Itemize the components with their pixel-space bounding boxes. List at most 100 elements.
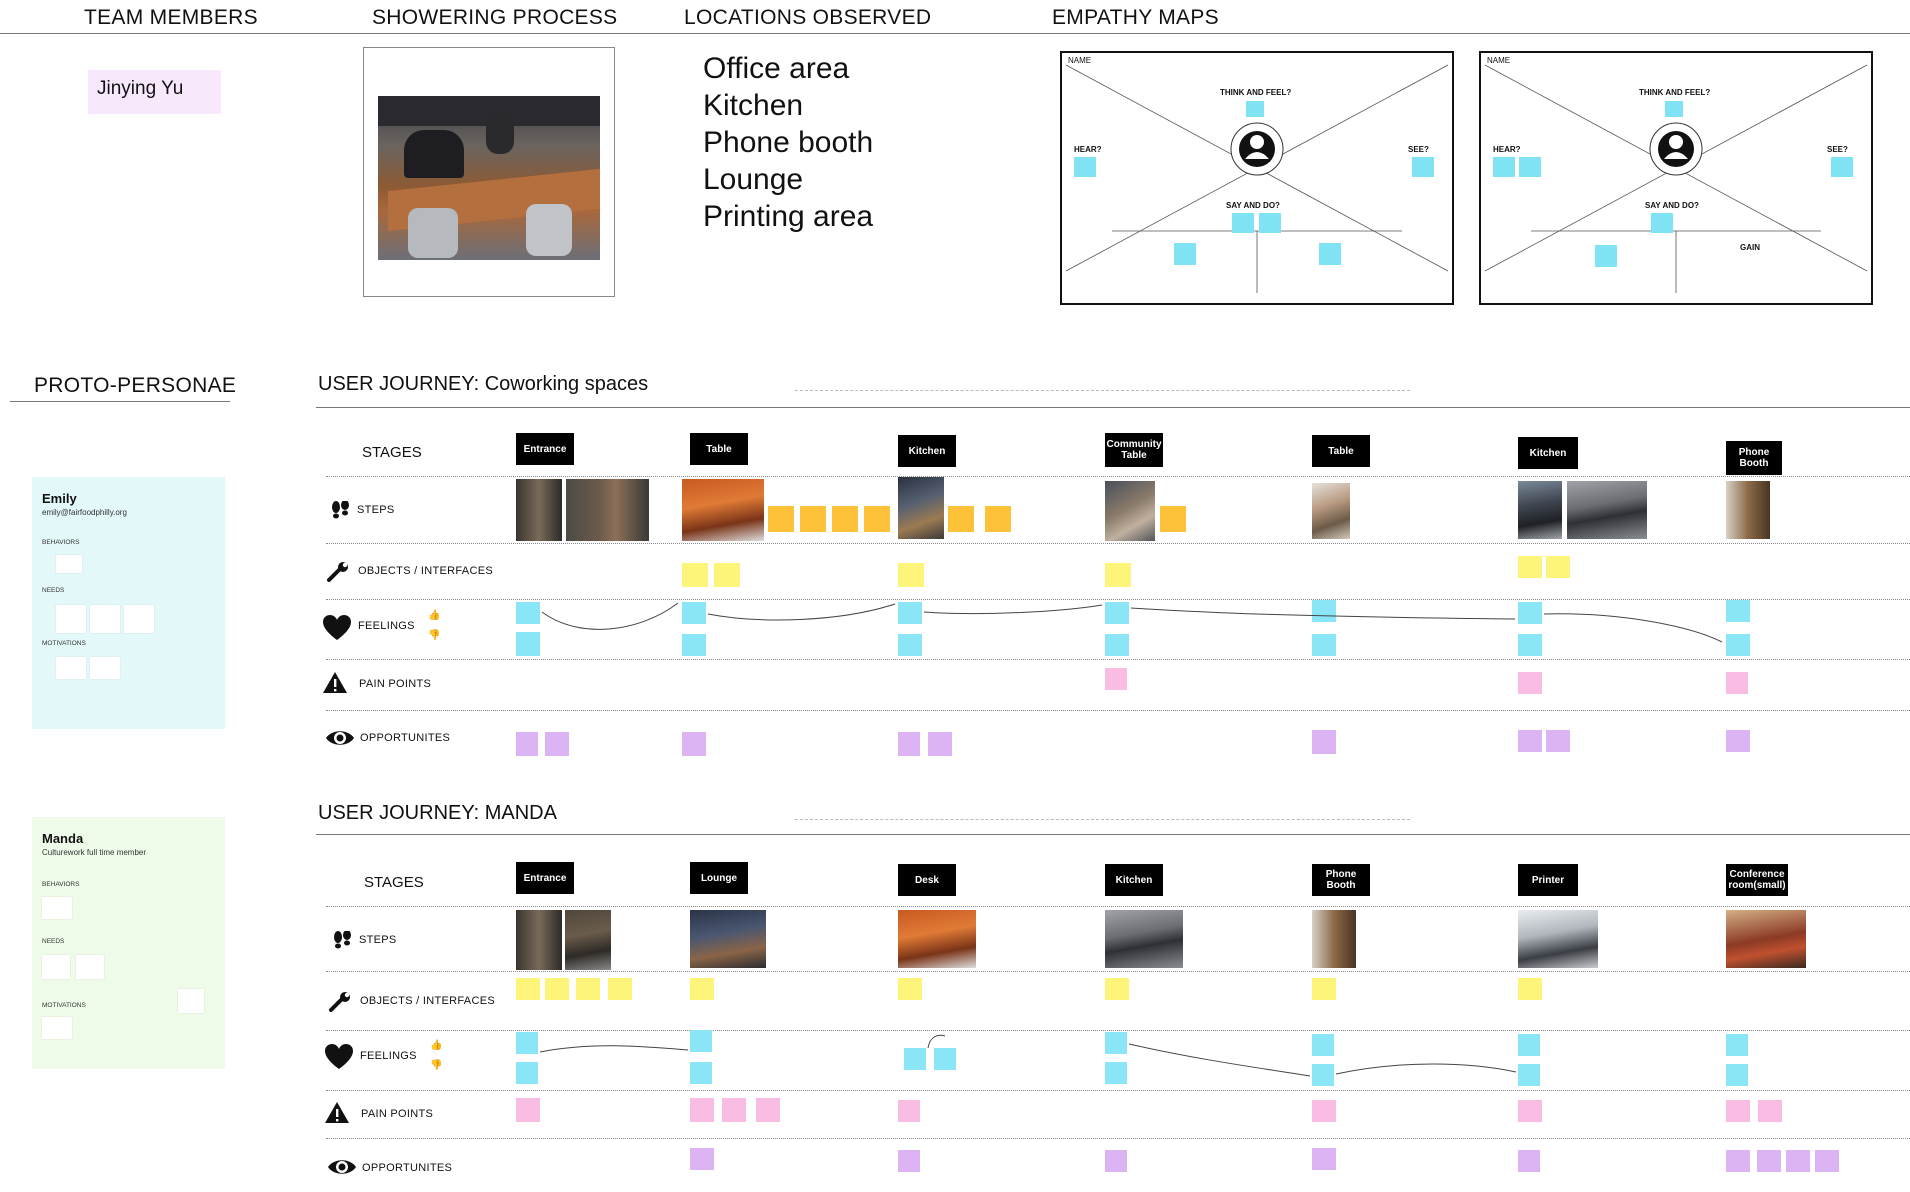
sticky-note[interactable] (1758, 1100, 1782, 1122)
sticky-note[interactable] (1105, 668, 1127, 690)
sticky-note[interactable] (124, 605, 154, 633)
sticky-note[interactable] (1246, 101, 1264, 117)
sticky-note[interactable] (1726, 634, 1750, 656)
sticky-note[interactable] (545, 978, 569, 1000)
empathy-map-1[interactable]: NAME THINK AND FEEL? HEAR? SEE? SAY AND … (1060, 51, 1454, 305)
stage-box[interactable]: Kitchen (1518, 437, 1578, 469)
sticky-note[interactable] (864, 506, 890, 532)
sticky-note[interactable] (1105, 563, 1131, 587)
stage-box[interactable]: Phone Booth (1312, 864, 1370, 896)
sticky-note[interactable] (1518, 730, 1542, 752)
stage-box[interactable]: Table (1312, 435, 1370, 467)
sticky-note[interactable] (516, 602, 540, 624)
stage-box[interactable]: Phone Booth (1726, 441, 1782, 475)
sticky-note[interactable] (1519, 157, 1541, 177)
sticky-note[interactable] (42, 955, 70, 979)
sticky-note[interactable] (690, 1148, 714, 1170)
sticky-note[interactable] (1105, 634, 1129, 656)
sticky-note[interactable] (545, 732, 569, 756)
team-member-note[interactable]: Jinying Yu (88, 70, 221, 114)
sticky-note[interactable] (1312, 978, 1336, 1000)
sticky-note[interactable] (714, 563, 740, 587)
sticky-note[interactable] (1105, 978, 1129, 1000)
sticky-note[interactable] (1518, 1064, 1540, 1086)
sticky-note[interactable] (690, 1062, 712, 1084)
sticky-note[interactable] (1312, 1148, 1336, 1170)
sticky-note[interactable] (682, 634, 706, 656)
sticky-note[interactable] (1518, 672, 1542, 694)
sticky-note[interactable] (1105, 1032, 1127, 1054)
sticky-note[interactable] (800, 506, 826, 532)
sticky-note[interactable] (1319, 243, 1341, 265)
sticky-note[interactable] (42, 1017, 72, 1039)
sticky-note[interactable] (516, 1062, 538, 1084)
sticky-note[interactable] (898, 732, 920, 756)
sticky-note[interactable] (1831, 157, 1853, 177)
sticky-note[interactable] (690, 1098, 714, 1122)
sticky-note[interactable] (1312, 1064, 1334, 1086)
stage-box[interactable]: Printer (1518, 864, 1578, 896)
stage-box[interactable]: Kitchen (1105, 864, 1163, 896)
sticky-note[interactable] (1105, 602, 1129, 624)
sticky-note[interactable] (1174, 243, 1196, 265)
showering-process-frame[interactable] (363, 47, 615, 297)
sticky-note[interactable] (898, 602, 922, 624)
sticky-note[interactable] (948, 506, 974, 532)
sticky-note[interactable] (1312, 634, 1336, 656)
sticky-note[interactable] (1312, 730, 1336, 754)
sticky-note[interactable] (690, 1030, 712, 1052)
stage-box[interactable]: Kitchen (898, 435, 956, 467)
sticky-note[interactable] (1312, 1100, 1336, 1122)
sticky-note[interactable] (690, 978, 714, 1000)
stage-box[interactable]: Entrance (516, 862, 574, 894)
sticky-note[interactable] (1651, 213, 1673, 233)
sticky-note[interactable] (1726, 600, 1750, 622)
sticky-note[interactable] (1232, 213, 1254, 233)
sticky-note[interactable] (516, 732, 538, 756)
sticky-note[interactable] (56, 657, 86, 679)
stage-box[interactable]: Entrance (516, 433, 574, 465)
sticky-note[interactable] (898, 1150, 920, 1172)
sticky-note[interactable] (768, 506, 794, 532)
sticky-note[interactable] (1518, 602, 1542, 624)
sticky-note[interactable] (516, 632, 540, 656)
sticky-note[interactable] (1518, 1100, 1542, 1122)
sticky-note[interactable] (1726, 1150, 1750, 1172)
sticky-note[interactable] (985, 506, 1011, 532)
stage-box[interactable]: Desk (898, 864, 956, 896)
sticky-note[interactable] (1786, 1150, 1810, 1172)
sticky-note[interactable] (1074, 157, 1096, 177)
sticky-note[interactable] (722, 1098, 746, 1122)
sticky-note[interactable] (1518, 1150, 1540, 1172)
persona-card-manda[interactable]: Manda Culturework full time member BEHAV… (32, 817, 225, 1069)
sticky-note[interactable] (1546, 730, 1570, 752)
sticky-note[interactable] (1757, 1150, 1781, 1172)
sticky-note[interactable] (1726, 672, 1748, 694)
sticky-note[interactable] (608, 978, 632, 1000)
sticky-note[interactable] (1595, 245, 1617, 267)
sticky-note[interactable] (42, 897, 72, 919)
sticky-note[interactable] (1665, 101, 1683, 117)
sticky-note[interactable] (1518, 978, 1542, 1000)
sticky-note[interactable] (898, 978, 922, 1000)
stage-box[interactable]: Table (690, 433, 748, 465)
sticky-note[interactable] (1312, 600, 1336, 622)
sticky-note[interactable] (1259, 213, 1281, 233)
sticky-note[interactable] (832, 506, 858, 532)
sticky-note[interactable] (56, 555, 82, 573)
empathy-map-2[interactable]: NAME THINK AND FEEL? HEAR? SEE? SAY AND … (1479, 51, 1873, 305)
stage-box[interactable]: Conference room(small) (1726, 864, 1788, 896)
sticky-note[interactable] (898, 563, 924, 587)
sticky-note[interactable] (90, 605, 120, 633)
sticky-note[interactable] (1412, 157, 1434, 177)
sticky-note[interactable] (1105, 1062, 1127, 1084)
stage-box[interactable]: Lounge (690, 862, 748, 894)
sticky-note[interactable] (928, 732, 952, 756)
sticky-note[interactable] (898, 1100, 920, 1122)
sticky-note[interactable] (178, 989, 204, 1013)
sticky-note[interactable] (76, 955, 104, 979)
sticky-note[interactable] (934, 1048, 956, 1070)
sticky-note[interactable] (56, 605, 86, 633)
sticky-note[interactable] (682, 563, 708, 587)
sticky-note[interactable] (516, 978, 540, 1000)
